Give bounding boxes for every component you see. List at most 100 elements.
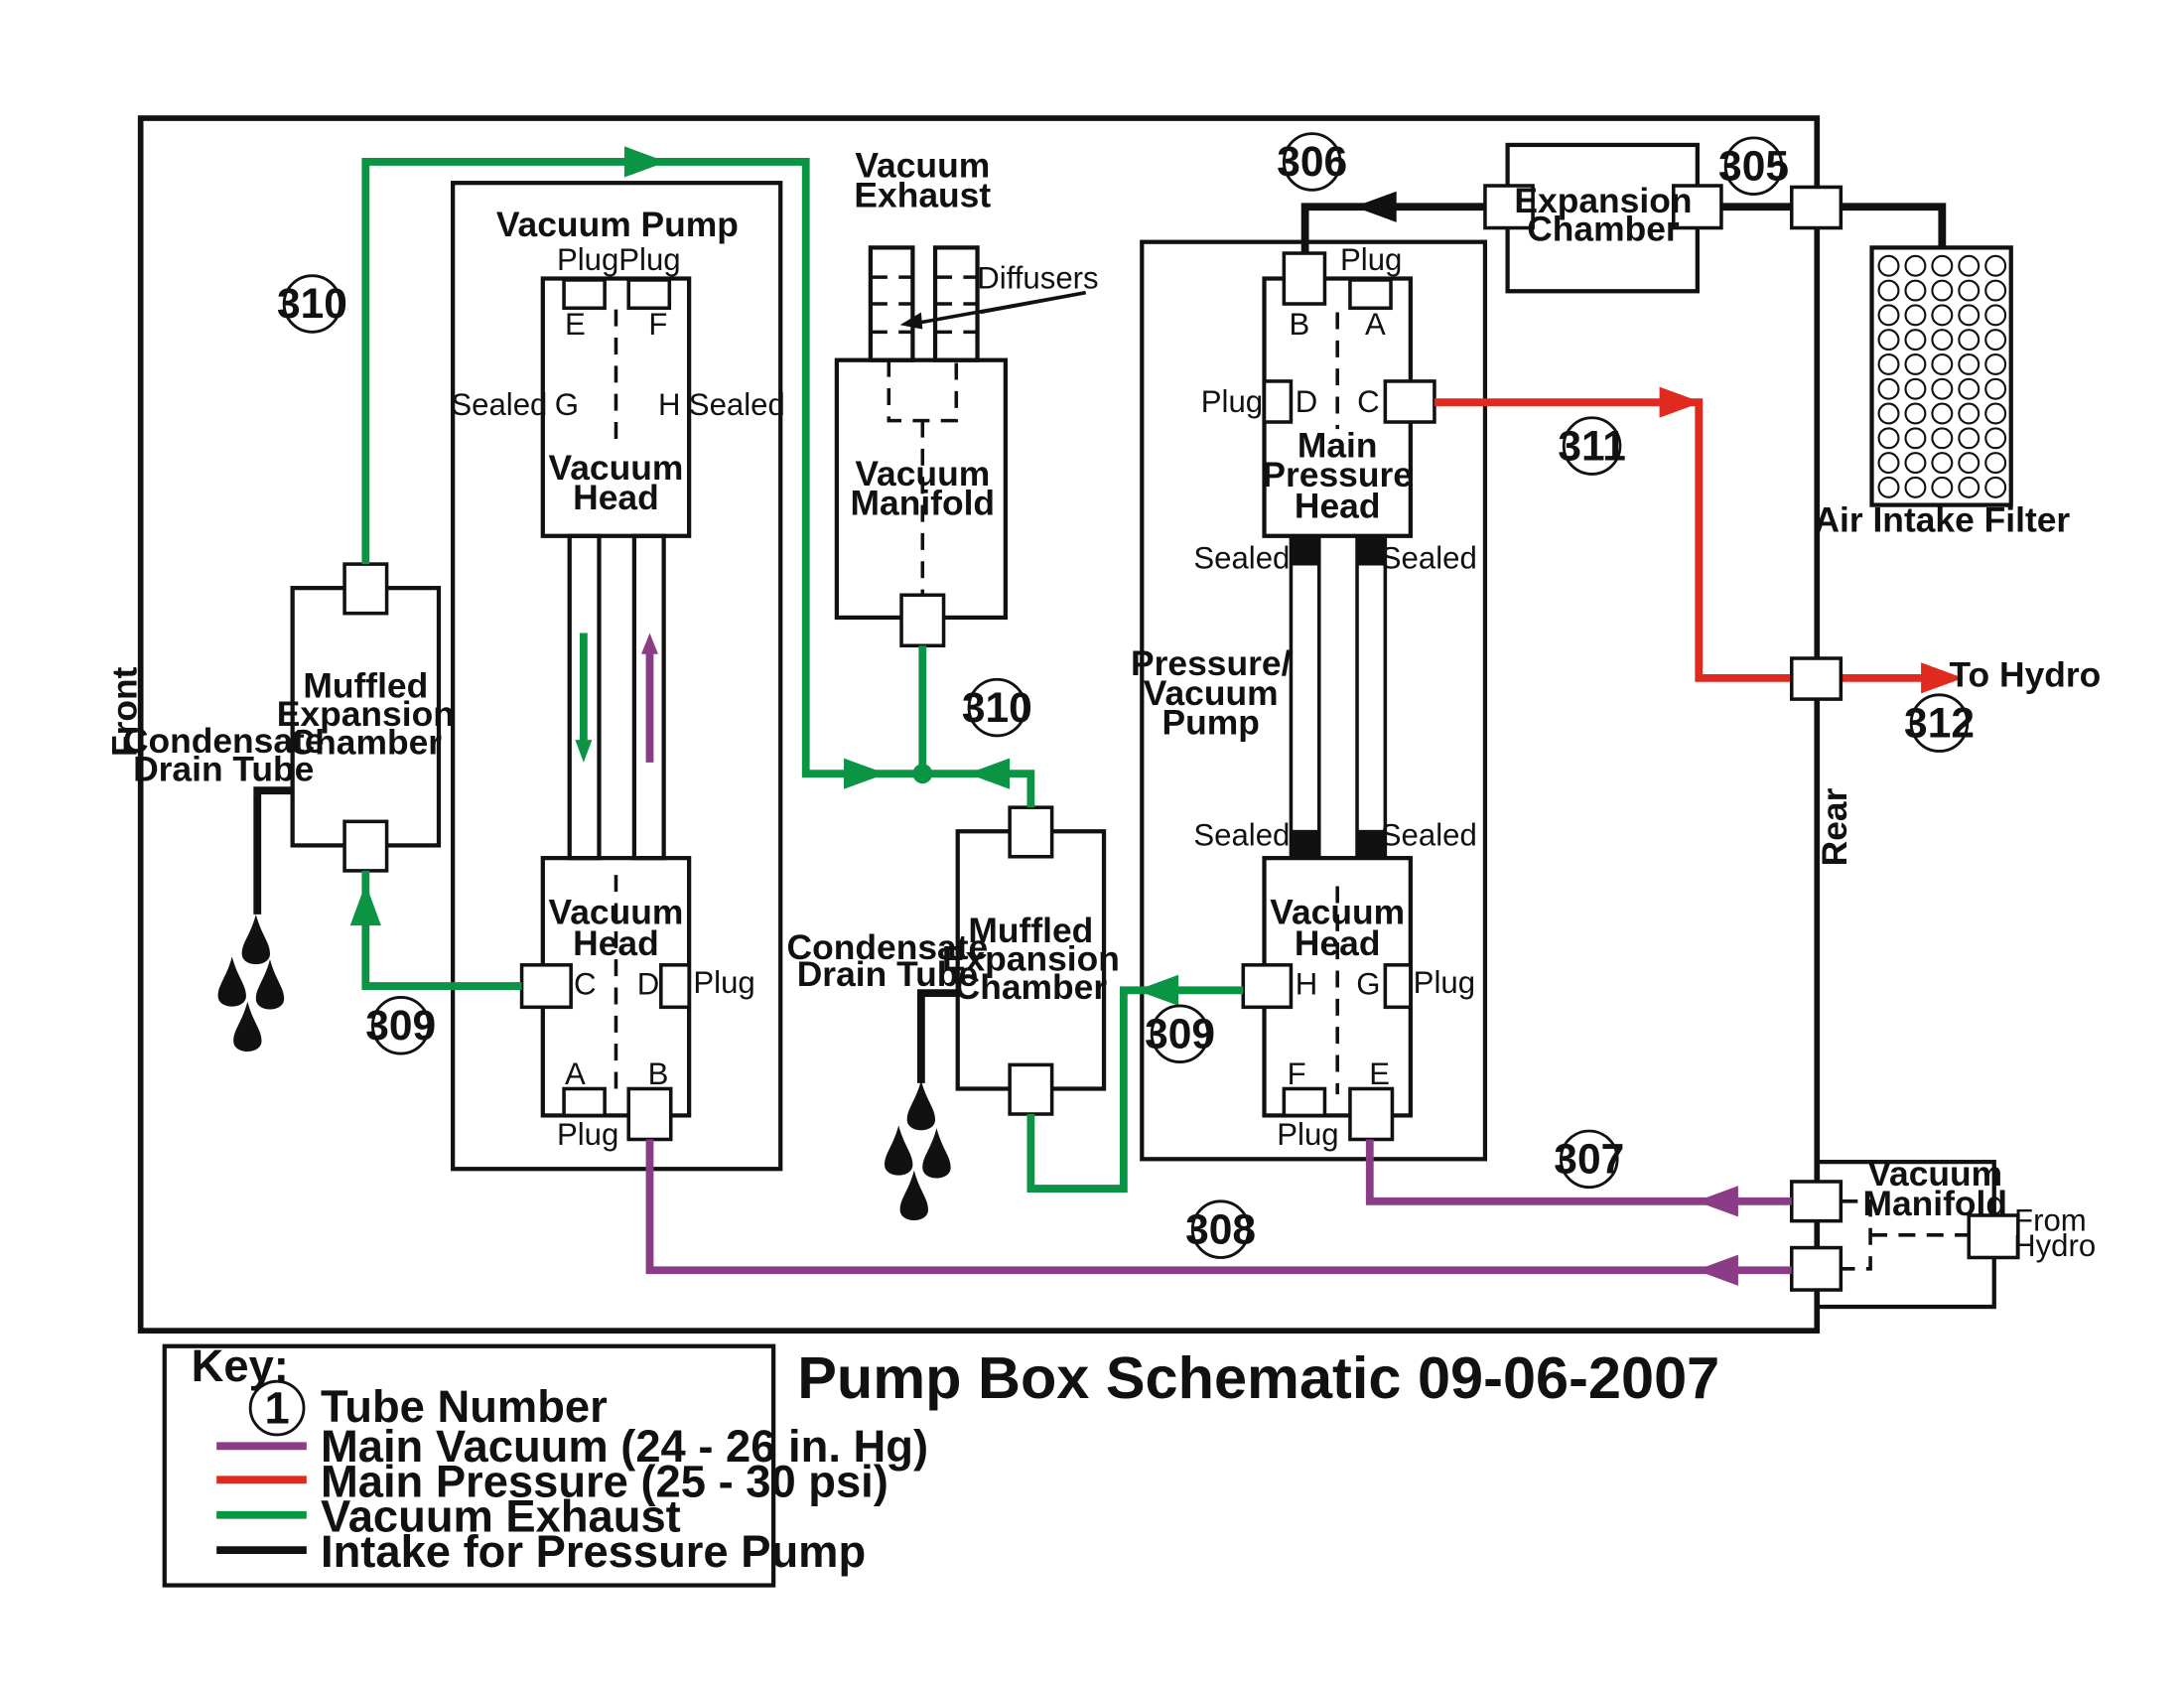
svg-text:Sealed: Sealed	[1381, 540, 1477, 575]
filter-hole	[1904, 476, 1927, 498]
svg-text:D: D	[1296, 384, 1318, 419]
vacuum-exhaust: Vacuum Exhaust Diffusers	[854, 146, 1099, 362]
filter-hole	[1958, 304, 1980, 327]
svg-text:Expansion: Expansion	[277, 694, 455, 734]
pressure-pump-vacuum-head: Vacuum Head H G Plug F E Plug	[1241, 856, 1475, 1152]
filter-hole	[1958, 402, 1980, 425]
vacuum-manifold-rear: Vacuum Manifold From Hydro	[1789, 1154, 2096, 1310]
filter-hole	[1904, 254, 1927, 277]
filter-hole	[1877, 452, 1900, 475]
flow-arrow	[1136, 974, 1179, 1006]
svg-text:Air Intake Filter: Air Intake Filter	[1814, 500, 2070, 540]
to-hydro-label: To Hydro	[1950, 654, 2102, 694]
svg-text:Condensate: Condensate	[123, 721, 325, 761]
flow-arrow	[1696, 1254, 1738, 1286]
svg-text:311: 311	[1558, 423, 1626, 470]
legend-main-vacuum: Main Vacuum (24 - 26 in. Hg)	[321, 1421, 928, 1472]
svg-text:Head: Head	[1295, 486, 1381, 525]
filter-hole	[1958, 279, 1980, 302]
svg-text:Expansion: Expansion	[942, 938, 1120, 978]
svg-text:Muffled: Muffled	[968, 911, 1093, 950]
svg-text:308: 308	[1185, 1206, 1256, 1253]
condensate-drop	[255, 959, 285, 1010]
filter-hole	[1984, 304, 2007, 327]
filter-hole	[1984, 452, 2007, 475]
vacuum-pump-title: Vacuum Pump	[496, 205, 739, 244]
filter-hole	[1958, 254, 1980, 277]
filter-hole	[1904, 279, 1927, 302]
flow-arrow	[843, 758, 887, 789]
svg-text:Sealed: Sealed	[689, 387, 785, 422]
tube-309-callout: 309	[1145, 1004, 1215, 1063]
svg-text:Plug: Plug	[693, 965, 754, 1000]
svg-text:Vacuum: Vacuum	[549, 448, 684, 488]
legend-vacuum-exhaust: Vacuum Exhaust	[321, 1491, 681, 1542]
legend-tube-number: Tube Number	[321, 1381, 608, 1432]
filter-hole	[1877, 279, 1900, 302]
svg-text:Vacuum: Vacuum	[1270, 893, 1405, 932]
filter-hole	[1984, 279, 2007, 302]
air-intake-filter: Air Intake Filter	[1814, 245, 2070, 540]
filter-hole	[1877, 377, 1900, 400]
svg-text:H: H	[658, 387, 681, 422]
filter-hole	[1958, 452, 1980, 475]
svg-text:From: From	[2014, 1203, 2087, 1238]
flow-arrow	[623, 146, 667, 178]
svg-text:B: B	[648, 1056, 669, 1091]
filter-hole	[1877, 304, 1900, 327]
condensate-drop	[233, 1001, 262, 1052]
filter-hole	[1958, 427, 1980, 450]
condensate-drop	[922, 1128, 951, 1179]
filter-hole	[1931, 254, 1954, 277]
svg-text:Drain Tube: Drain Tube	[133, 749, 314, 788]
filter-hole	[1904, 304, 1927, 327]
muffled-chamber-left: Muffled Expansion Chamber Condensate Dra…	[123, 562, 455, 1052]
filter-hole	[1958, 476, 1980, 498]
svg-text:Plug: Plug	[1201, 384, 1263, 419]
filter-hole	[1931, 427, 1954, 450]
filter-hole	[1958, 377, 1980, 400]
condensate-drop	[906, 1079, 936, 1131]
tube-305-callout: 305	[1718, 136, 1789, 196]
filter-hole	[1931, 352, 1954, 375]
condensate-drop	[885, 1125, 913, 1176]
tube-311-callout: 311	[1558, 416, 1626, 476]
svg-text:Muffled: Muffled	[303, 666, 428, 706]
svg-text:Pressure/: Pressure/	[1131, 643, 1292, 683]
svg-text:Plug: Plug	[1414, 965, 1475, 1000]
vacuum-exhaust-tubes	[349, 146, 1244, 1193]
svg-text:Sealed: Sealed	[1193, 540, 1290, 575]
svg-text:312: 312	[1904, 700, 1975, 747]
svg-text:Vacuum: Vacuum	[855, 146, 990, 186]
filter-hole	[1931, 402, 1954, 425]
filter-hole	[1958, 352, 1980, 375]
svg-text:G: G	[1356, 967, 1380, 1002]
filter-hole	[1984, 402, 2007, 425]
filter-hole	[1877, 476, 1900, 498]
svg-text:309: 309	[365, 1003, 436, 1050]
flow-arrow	[1696, 1186, 1738, 1217]
svg-text:307: 307	[1554, 1136, 1624, 1183]
svg-text:Vacuum: Vacuum	[549, 893, 684, 932]
svg-text:Pressure: Pressure	[1262, 455, 1413, 494]
diagram-title: Pump Box Schematic 09-06-2007	[797, 1344, 1719, 1411]
filter-hole	[1931, 304, 1954, 327]
tube-308-callout: 308	[1185, 1199, 1256, 1259]
tube-312-callout: 312	[1904, 693, 1975, 753]
filter-hole	[1904, 352, 1927, 375]
tube-306-callout: 306	[1277, 132, 1347, 192]
svg-text:Plug: Plug	[1340, 242, 1402, 277]
filter-hole	[1931, 452, 1954, 475]
filter-hole	[1904, 402, 1927, 425]
main-vacuum-tubes	[645, 1139, 1792, 1286]
front-label: Front	[104, 666, 144, 757]
svg-text:310: 310	[962, 685, 1032, 732]
svg-text:Manifold: Manifold	[1862, 1184, 2007, 1223]
tube-309-callout: 309	[365, 995, 436, 1055]
flow-arrow	[1921, 662, 1964, 694]
filter-hole	[1931, 329, 1954, 352]
svg-text:306: 306	[1277, 139, 1347, 186]
rear-label: Rear	[1815, 787, 1854, 866]
svg-text:1: 1	[264, 1383, 289, 1434]
filter-hole	[1904, 427, 1927, 450]
